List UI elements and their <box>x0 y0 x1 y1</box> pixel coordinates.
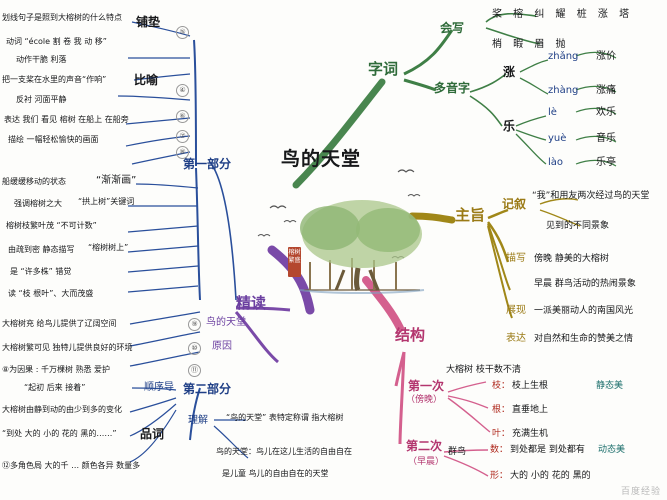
jiegou-row-0-val: 枝上生根 <box>512 381 549 391</box>
marker-7: ⑦ <box>176 130 189 143</box>
part1-tail-7: “渐渐画” <box>96 175 137 186</box>
part2-row-0: “起初 后来 接着” <box>24 383 86 392</box>
part2-row-4: “鸟的天堂” 表特定称谓 指大榕树 <box>226 413 344 422</box>
jiegou-d2-row-0-key: 数： <box>490 445 509 455</box>
duoyinzi-char-le: 乐 <box>503 119 516 133</box>
jixu-line-1: “我”和用友两次经过鸟的天堂 <box>532 191 650 201</box>
branch-jingdu-label[interactable]: 精读 <box>236 294 267 312</box>
part1-label[interactable]: 第一部分 <box>183 157 232 171</box>
jiegou-diyici-label[interactable]: 第一次 <box>408 379 445 393</box>
seal-stamp: 榕树繁盛 <box>288 247 301 277</box>
pinyin-zhang3: zhǎng <box>548 51 579 62</box>
zhuzhi-text-3: 对自然和生命的赞美之情 <box>534 334 634 344</box>
zhuzhi-key-miaoxie: 描写 <box>506 253 526 264</box>
word-zhangtong: 涨痛 <box>596 85 616 96</box>
part1-row-11: 是 “许多株” 错觉 <box>10 267 72 276</box>
marker-6: ⑥ <box>176 110 189 123</box>
zhuzhi-key-zhanxian: 展现 <box>506 305 526 316</box>
part2-row-6: 是儿童 鸟儿的自由自在的天堂 <box>222 469 329 478</box>
part2-row-1: 大榕树由静到动的由少到多的变化 <box>2 405 122 414</box>
part1-row-10: 由疏到密 静态描写 <box>8 245 75 254</box>
part1-row-7: 船缓缓移动的状态 <box>2 177 66 186</box>
jiegou-row-0-key: 枝： <box>492 381 511 391</box>
jiegou-row-0-note: 静态美 <box>596 381 624 391</box>
part2-tail-2: 品词 <box>140 427 165 441</box>
marker-8: ⑧ <box>176 146 189 159</box>
marker-5: ⑤ <box>176 26 189 39</box>
jiegou-row-2-key: 叶： <box>492 429 511 439</box>
part2-row-3: ⑫多角色局 大的千 … 颜色各异 数量多 <box>2 461 141 470</box>
branch-duoyinzi-label[interactable]: 多音字 <box>434 81 471 95</box>
duoyinzi-char-zhang: 涨 <box>503 65 516 79</box>
jiegou-d2-row-0-val: 到处都是 到处都有 <box>510 445 585 455</box>
pinyin-le: lè <box>548 107 557 118</box>
word-zhangjia: 涨价 <box>596 51 616 62</box>
part1-row-9: 榕树枝繁叶茂 “不可计数” <box>6 221 97 230</box>
part1-row-6: 描绘 一幅轻松愉快的画面 <box>8 135 99 144</box>
part1-row-5: 表达 我们 看见 榕树 在船上 在船旁 <box>4 115 129 124</box>
part2-row-2: “到处 大的 小的 花的 黑的……” <box>2 429 117 438</box>
part1-row-4: 反衬 河面平静 <box>16 95 67 104</box>
jiegou-d2-row-1-key: 形： <box>490 471 509 481</box>
part1-row-12: 读 “枝 根叶”、大而茂盛 <box>8 289 94 298</box>
part2-lijie: 理解 <box>188 415 208 426</box>
pinyin-yue: yuè <box>548 133 567 144</box>
jiegou-dierci-sub: （早晨） <box>408 457 445 467</box>
part2-row-5: 鸟的天堂：鸟儿在这儿生活的自由自在 <box>216 447 352 456</box>
marker-10: ⑩ <box>188 342 201 355</box>
part1-row-2: 动作干脆 利落 <box>16 55 67 64</box>
part1-row-3: 把一支桨在水里的声音“作响” <box>2 75 107 84</box>
part1-tail-10: “榕树树上” <box>88 243 129 252</box>
zhuzhi-text-1: 早晨 群鸟活动的热闹景象 <box>534 279 636 289</box>
zhuzhi-text-2: 一派美丽动人的南国风光 <box>534 306 634 316</box>
jiegou-diyici-head: 大榕树 枝干数不清 <box>446 365 521 375</box>
jiegou-dierci-head: 群鸟 <box>448 447 467 457</box>
word-laoting: 乐亭 <box>596 157 616 168</box>
marker-9: ⑨ <box>188 318 201 331</box>
watermark: 百度经验 <box>620 487 661 497</box>
jiegou-diyici-sub: （傍晚） <box>406 395 443 405</box>
branch-jiegou-label[interactable]: 结构 <box>395 326 426 344</box>
part1-row-8: 强调榕树之大 <box>14 199 62 208</box>
part1-tail-13: 鸟的天堂 <box>206 317 246 328</box>
pinyin-zhang4: zhàng <box>548 85 579 96</box>
pinyin-lao: lào <box>548 157 564 168</box>
jixu-line-2: 见到的不同景象 <box>546 221 610 231</box>
part2-shunxu: 顺序导 <box>144 382 174 393</box>
branch-zhuzhi-label[interactable]: 主旨 <box>455 206 486 224</box>
part1-tail-3: 比喻 <box>134 73 159 87</box>
part1-row-1: 动词 “école 割 卷 我 动 移” <box>6 37 107 46</box>
zhuzhi-key-biaoda: 表达 <box>506 333 526 344</box>
huixie-line-1: 桨 榕 纠 耀 桩 涨 塔 <box>492 9 634 20</box>
page-title: 鸟的天堂 <box>281 148 362 170</box>
branch-jixu-label[interactable]: 记叙 <box>502 197 527 211</box>
jiegou-row-1-val: 直垂地上 <box>512 405 549 415</box>
part1-tail-0: 铺垫 <box>136 15 161 29</box>
marker-4: ④ <box>176 84 189 97</box>
part2-label[interactable]: 第二部分 <box>183 382 232 396</box>
part1-row-0: 划线句子是照到大榕树的什么特点 <box>2 13 122 22</box>
branch-zici-label[interactable]: 字词 <box>368 60 399 78</box>
zhuzhi-text-0: 傍晚 静美的大榕树 <box>534 254 609 264</box>
jiegou-row-1-key: 根： <box>492 405 511 415</box>
part1-row-15: ⑧为因果 : 千万棵树 熟悉 爱护 <box>2 365 111 374</box>
marker-11: ⑪ <box>188 364 201 377</box>
part1-row-13: 大榕树充 给鸟儿提供了辽阔空间 <box>2 319 117 328</box>
part1-row-14: 大榕树繁可见 独特儿提供良好的环境 <box>2 343 133 352</box>
jiegou-d2-row-0-note: 动态美 <box>598 445 626 455</box>
huixie-line-2: 梢 暇 眉 抛 <box>492 39 570 50</box>
word-huanle: 欢乐 <box>596 107 616 118</box>
part1-tail-14: 原因 <box>212 341 232 352</box>
part1-tail-8: “拱上树”关键词 <box>78 197 135 206</box>
jiegou-dierci-label[interactable]: 第二次 <box>406 439 443 453</box>
jiegou-row-2-val: 充满生机 <box>512 429 549 439</box>
jiegou-d2-row-1-val: 大的 小的 花的 黑的 <box>510 471 591 481</box>
branch-huixie-label[interactable]: 会写 <box>440 21 465 35</box>
word-yinyue: 音乐 <box>596 133 616 144</box>
